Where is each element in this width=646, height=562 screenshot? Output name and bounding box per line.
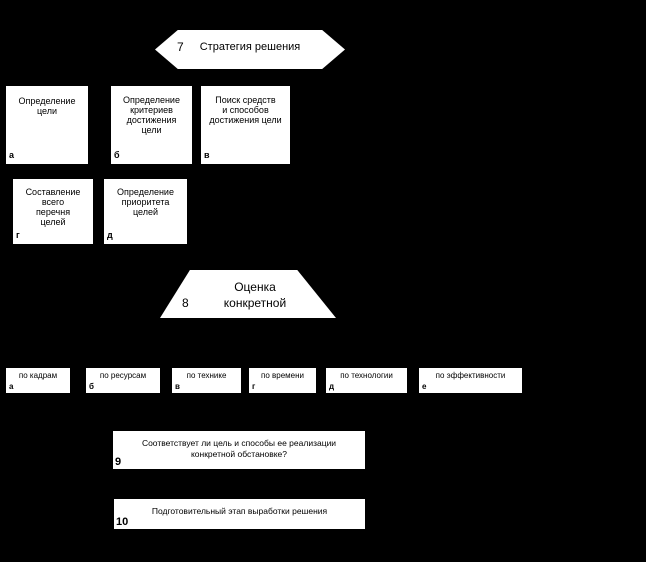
goal-box-v-text: Поиск средств и способов достижения цели <box>209 95 282 126</box>
criteria-box-v[interactable]: по технике в <box>171 367 242 394</box>
criteria-box-a-text: по кадрам <box>18 371 58 380</box>
final-box-text: Подготовительный этап выработки решения <box>151 506 328 516</box>
criteria-box-b[interactable]: по ресурсам б <box>85 367 161 394</box>
criteria-box-d-tag: д <box>329 382 335 391</box>
assessment-trapezoid-label: Оценка конкретной <box>223 280 287 311</box>
goal-box-g-text: Составление всего перечня целей <box>25 187 81 228</box>
goal-box-d-tag: д <box>107 230 113 240</box>
criteria-box-d-text: по технологии <box>340 371 393 380</box>
criteria-box-a-tag: а <box>9 382 14 391</box>
goal-box-g[interactable]: Составление всего перечня целей г <box>12 178 94 245</box>
criteria-box-a[interactable]: по кадрам а <box>5 367 71 394</box>
criteria-box-g-text: по времени <box>261 371 304 380</box>
question-box-text: Соответствует ли цель и способы ее реали… <box>141 438 337 460</box>
goal-box-a-text: Определение цели <box>18 96 76 117</box>
goal-box-a[interactable]: Определение цели а <box>5 85 89 165</box>
strategy-hexagon[interactable]: 7 Стратегия решения <box>155 30 345 69</box>
question-box[interactable]: Соответствует ли цель и способы ее реали… <box>112 430 366 470</box>
final-box[interactable]: Подготовительный этап выработки решения … <box>113 498 366 530</box>
goal-box-v[interactable]: Поиск средств и способов достижения цели… <box>200 85 291 165</box>
criteria-box-b-text: по ресурсам <box>99 371 147 380</box>
criteria-box-e[interactable]: по эффективности е <box>418 367 523 394</box>
strategy-hexagon-number: 7 <box>177 40 184 54</box>
goal-box-g-tag: г <box>16 230 20 240</box>
question-box-number: 9 <box>115 456 122 468</box>
goal-box-b-tag: б <box>114 150 120 160</box>
goal-box-d[interactable]: Определение приоритета целей д <box>103 178 188 245</box>
criteria-box-d[interactable]: по технологии д <box>325 367 408 394</box>
criteria-box-v-text: по технике <box>186 371 227 380</box>
goal-box-d-text: Определение приоритета целей <box>117 187 174 218</box>
goal-box-v-tag: в <box>204 150 210 160</box>
criteria-box-g[interactable]: по времени г <box>248 367 317 394</box>
goal-box-b-text: Определение критериев достижения цели <box>123 95 180 136</box>
assessment-trapezoid[interactable]: 8 Оценка конкретной <box>160 270 336 318</box>
goal-box-b[interactable]: Определение критериев достижения цели б <box>110 85 193 165</box>
criteria-box-e-tag: е <box>422 382 427 391</box>
assessment-trapezoid-number: 8 <box>182 296 189 310</box>
criteria-box-e-text: по эффективности <box>435 371 506 380</box>
final-box-number: 10 <box>116 516 129 528</box>
strategy-hexagon-label: Стратегия решения <box>199 41 301 53</box>
criteria-box-b-tag: б <box>89 382 94 391</box>
criteria-box-g-tag: г <box>252 382 256 391</box>
criteria-box-v-tag: в <box>175 382 180 391</box>
goal-box-a-tag: а <box>9 150 15 160</box>
